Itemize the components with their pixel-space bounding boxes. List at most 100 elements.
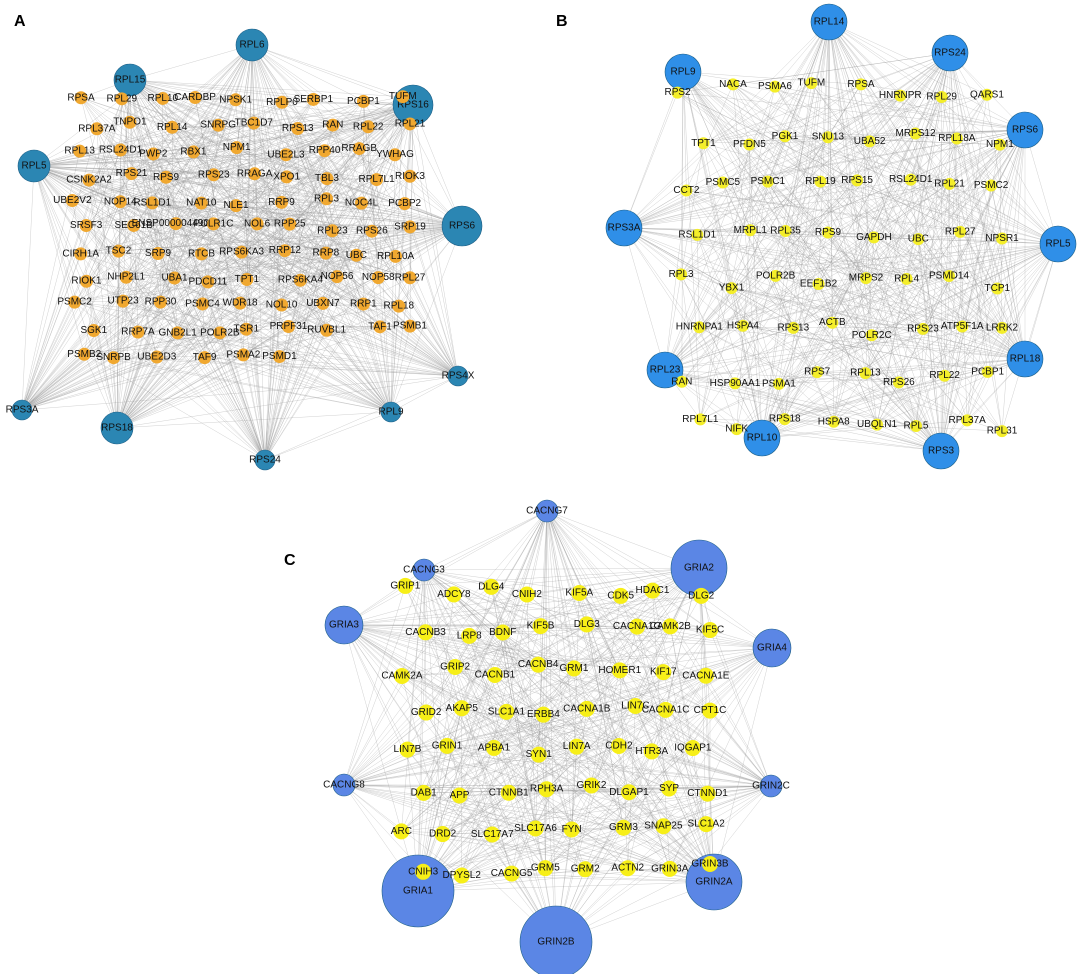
gene-node [577, 861, 594, 878]
gene-node [123, 115, 137, 129]
gene-node-label: UBA52 [854, 136, 886, 147]
edge [775, 129, 1026, 277]
edge [869, 141, 1003, 239]
edge [202, 303, 289, 327]
edge [703, 95, 901, 144]
edge [120, 149, 266, 461]
edge [80, 253, 127, 278]
edge [153, 99, 236, 155]
gene-node-label: RPS26 [356, 226, 388, 237]
gene-node [768, 80, 781, 93]
edge [343, 624, 557, 943]
edge [508, 792, 670, 870]
edge [409, 277, 459, 377]
edge [213, 223, 241, 304]
edge [703, 143, 942, 452]
edge [129, 79, 360, 149]
edge [576, 746, 715, 883]
gene-node [229, 199, 243, 213]
edge [409, 104, 414, 327]
edge [940, 326, 963, 452]
gene-node [900, 272, 913, 285]
gene-node [451, 787, 468, 804]
hub-node [810, 3, 848, 41]
edge [417, 594, 455, 892]
edge [256, 223, 392, 413]
gene-node [165, 120, 179, 134]
edge [96, 128, 158, 358]
gene-node-label: RPL3 [669, 269, 694, 280]
gene-node-label: KIF17 [650, 667, 677, 678]
edge [343, 629, 711, 786]
edge [286, 176, 392, 413]
edge [72, 200, 127, 278]
edge [21, 357, 205, 411]
edge [193, 151, 381, 328]
edge [686, 190, 942, 452]
edge [33, 165, 208, 283]
gene-node [486, 739, 503, 756]
gene-node [657, 701, 674, 718]
edge [623, 788, 670, 828]
edge [236, 205, 463, 227]
edge [129, 79, 159, 254]
gene-node [115, 92, 129, 106]
edge [827, 129, 1026, 233]
edge [401, 569, 425, 832]
gene-node [248, 167, 262, 181]
edge [133, 225, 266, 461]
edge [623, 179, 911, 229]
edge [33, 165, 85, 355]
gene-node [725, 282, 738, 295]
edge [828, 21, 1003, 328]
gene-node [82, 173, 96, 187]
edge [204, 326, 381, 358]
gene-node [195, 247, 209, 261]
edge [508, 792, 711, 865]
gene-node [684, 740, 701, 757]
edge [217, 125, 392, 413]
gene-node [578, 700, 595, 717]
edge [664, 137, 829, 371]
gene-node [77, 347, 91, 361]
edge [681, 274, 1026, 360]
gene-node [892, 376, 905, 389]
edge [264, 330, 327, 461]
edge [455, 647, 773, 668]
hub-node-label: RPS18 [101, 423, 133, 434]
edge [166, 150, 325, 178]
edge [538, 705, 636, 755]
edge [461, 792, 630, 876]
gene-node [273, 350, 287, 364]
edge [371, 231, 459, 377]
edge [175, 223, 379, 278]
gene-node-label: CAMK2B [650, 621, 691, 632]
edge [571, 785, 772, 830]
edge [511, 785, 772, 874]
edge [680, 52, 951, 275]
edge [459, 510, 548, 796]
edge [201, 104, 414, 255]
gene-node-label: EEF1B2 [800, 279, 838, 290]
gene-node-label: SRSF3 [70, 220, 103, 231]
hub-node [17, 149, 51, 183]
edge [767, 52, 951, 182]
hub-node-label: RPL9 [378, 407, 403, 418]
gene-node-label: TBL3 [315, 173, 339, 184]
edge [828, 21, 833, 323]
edge [264, 326, 289, 461]
edge [201, 202, 327, 331]
edge [405, 567, 700, 587]
edge [623, 82, 812, 229]
edge [417, 626, 638, 892]
edge [243, 354, 266, 461]
edge [33, 154, 395, 167]
edge [573, 626, 671, 669]
edge [153, 104, 414, 155]
edge [784, 136, 1000, 145]
gene-node-label: GRID2 [411, 707, 442, 718]
edge [664, 181, 769, 371]
edge [202, 303, 392, 413]
edge [33, 165, 176, 224]
edge [80, 97, 194, 153]
